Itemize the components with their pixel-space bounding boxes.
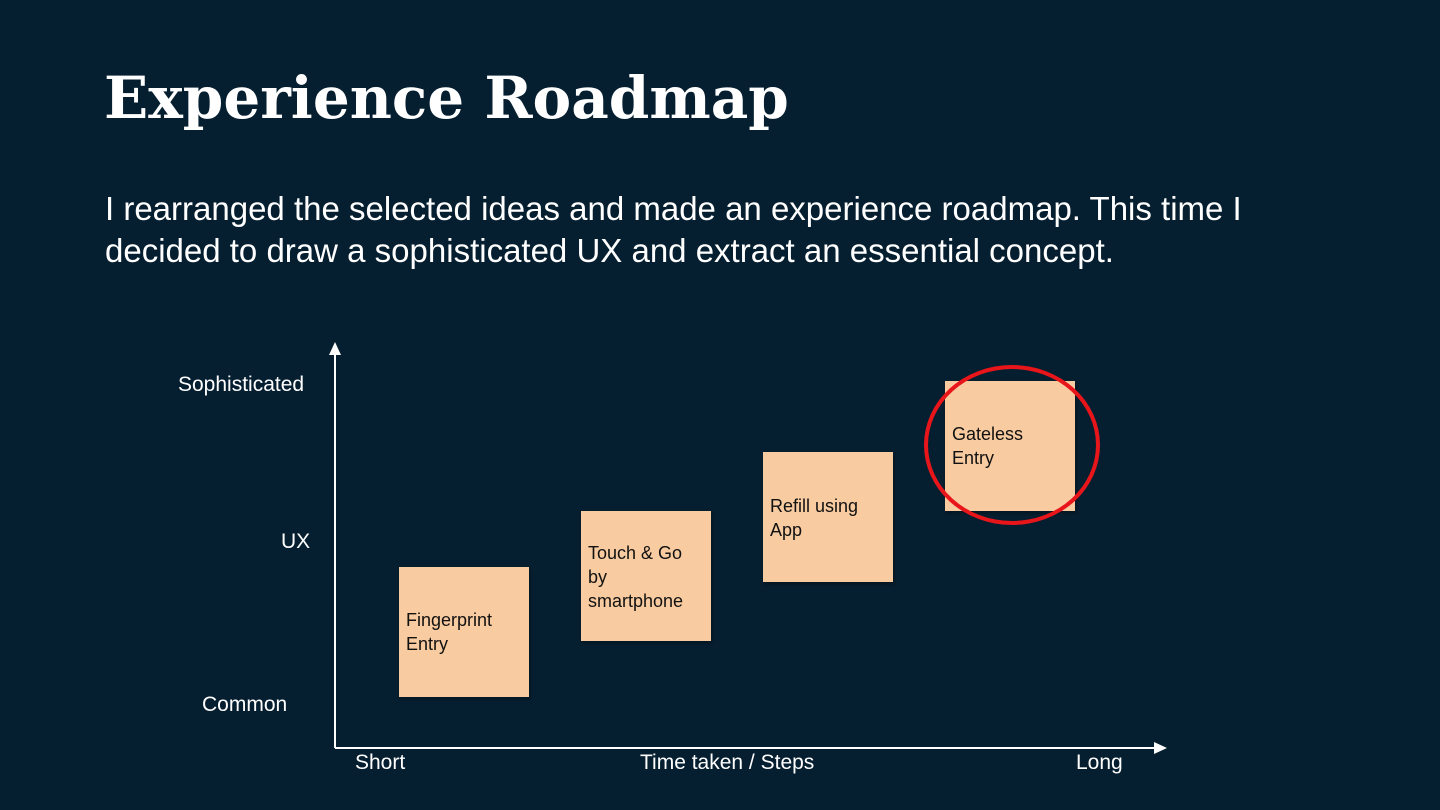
sticky-note-touch-and-go: Touch & Go by smartphone: [581, 511, 711, 641]
y-axis-mid-label: UX: [281, 530, 311, 553]
x-axis-left-label: Short: [355, 751, 406, 774]
highlight-circle: [924, 365, 1100, 525]
x-axis-arrowhead: [1154, 742, 1167, 754]
x-axis-title: Time taken / Steps: [640, 751, 815, 774]
sticky-note-text: Refill using App: [770, 496, 859, 540]
slide-title: Experience Roadmap: [104, 64, 789, 132]
y-axis-bottom-label: Common: [202, 693, 288, 716]
sticky-note-text: Fingerprint Entry: [406, 610, 493, 654]
y-axis-arrowhead: [329, 342, 341, 355]
sticky-note-refill-using-app: Refill using App: [763, 452, 893, 582]
sticky-note-text: Touch & Go by smartphone: [588, 543, 684, 611]
y-axis-top-label: Sophisticated: [178, 373, 305, 396]
sticky-note-fingerprint-entry: Fingerprint Entry: [399, 567, 529, 697]
x-axis-right-label: Long: [1076, 751, 1123, 774]
slide-description: I rearranged the selected ideas and made…: [105, 190, 1242, 269]
